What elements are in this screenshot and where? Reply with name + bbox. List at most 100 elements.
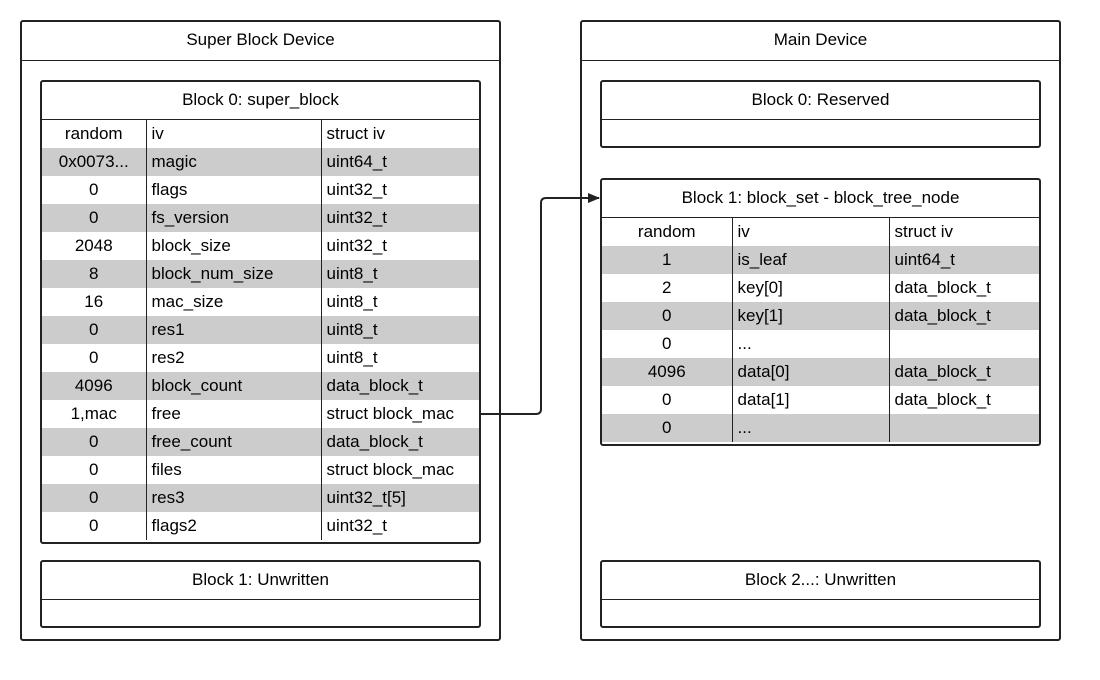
table-row: 0... [602,330,1039,358]
header-type-cell: struct iv [326,124,386,143]
field-name-cell: flags2 [146,512,322,540]
field-name-cell: res3 [146,484,322,512]
type-cell: uint8_t [326,292,378,311]
main-block-0-title: Block 0: Reserved [602,82,1039,120]
super-block-device-title: Super Block Device [22,22,499,61]
field-name-cell: files [146,456,322,484]
value-cell: 0 [42,344,147,372]
super-block-block-0-title: Block 0: super_block [42,82,479,120]
value-cell: 8 [42,260,147,288]
type-cell: uint8_t [326,348,378,367]
type-cell: data_block_t [321,372,479,400]
type-cell: uint64_t [321,148,479,176]
value-cell: 0 [42,428,147,456]
field-name-cell: data[1] [732,386,890,414]
field-name-cell: free [146,400,322,428]
super-block-block-1: Block 1: Unwritten [40,560,481,628]
value-cell: 0 [602,302,733,330]
header-value-cell: random [602,218,733,246]
field-name-cell: ... [732,414,890,442]
value-cell: 0x0073... [42,148,147,176]
value-cell: 0 [602,330,733,358]
main-block-0: Block 0: Reserved [600,80,1041,148]
type-cell [889,414,1039,442]
type-cell: data_block_t [894,278,991,297]
free-pointer-line [481,193,600,415]
field-name-cell: block_count [146,372,322,400]
field-name-cell: key[1] [732,302,890,330]
field-name-cell: free_count [146,428,322,456]
type-cell: data_block_t [889,302,1039,330]
value-cell: 16 [42,288,147,316]
type-cell: data_block_t [894,390,991,409]
field-name-cell: fs_version [146,204,322,232]
field-name-cell: data[0] [732,358,890,386]
table-row: 0... [602,414,1039,442]
type-cell: uint32_t [326,180,388,199]
value-cell: 0 [42,456,147,484]
value-cell: 0 [42,512,147,540]
type-cell: uint8_t [321,316,479,344]
field-name-cell: res2 [146,344,322,372]
value-cell: 1,mac [42,400,147,428]
value-cell: 0 [42,176,147,204]
type-cell: data_block_t [889,358,1039,386]
main-block-1: Block 1: block_set - block_tree_node ran… [600,178,1041,446]
type-cell: struct block_mac [326,404,455,423]
main-block-2: Block 2...: Unwritten [600,560,1041,628]
value-cell: 4096 [602,358,733,386]
super-block-block-1-title: Block 1: Unwritten [42,562,479,600]
header-value-cell: random [42,120,147,148]
field-name-cell: magic [146,148,322,176]
main-block-2-title: Block 2...: Unwritten [602,562,1039,600]
value-cell: 0 [42,204,147,232]
field-name-cell: block_size [146,232,322,260]
type-cell: uint64_t [889,246,1039,274]
field-name-cell: ... [732,330,890,358]
value-cell: 2 [602,274,733,302]
type-cell: uint32_t [326,516,388,535]
value-cell: 0 [42,484,147,512]
type-cell: uint8_t [321,260,479,288]
type-cell: data_block_t [321,428,479,456]
value-cell: 1 [602,246,733,274]
main-device-title: Main Device [582,22,1059,61]
value-cell: 0 [42,316,147,344]
value-cell: 0 [602,414,733,442]
field-name-cell: key[0] [732,274,890,302]
value-cell: 4096 [42,372,147,400]
field-name-cell: flags [146,176,322,204]
type-cell: uint32_t [326,236,388,255]
field-name-cell: is_leaf [732,246,890,274]
field-name-cell: res1 [146,316,322,344]
main-block-1-title: Block 1: block_set - block_tree_node [602,180,1039,218]
type-cell: struct block_mac [326,460,455,479]
type-cell: uint32_t[5] [321,484,479,512]
type-cell: uint32_t [321,204,479,232]
value-cell: 0 [602,386,733,414]
